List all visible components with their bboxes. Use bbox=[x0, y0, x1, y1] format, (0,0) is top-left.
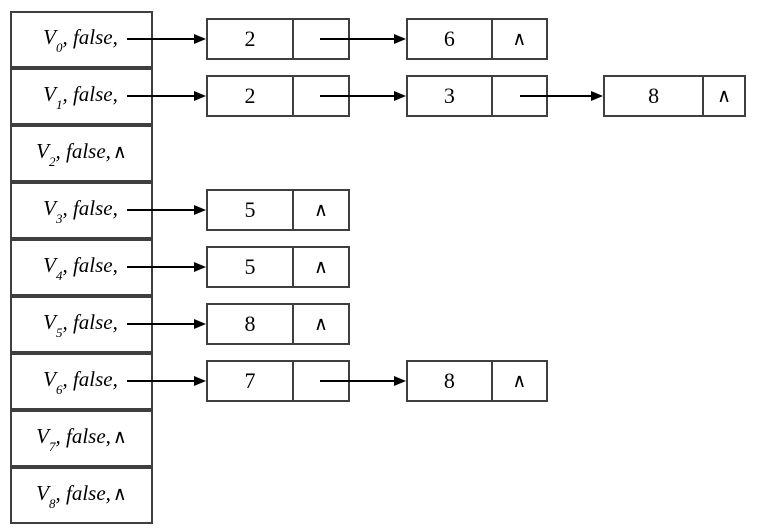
null-symbol: ∧ bbox=[512, 28, 527, 50]
node-pointer-cell: ∧ bbox=[292, 305, 348, 343]
vertex-label: V1, false, bbox=[43, 82, 118, 112]
node-pointer-cell: ∧ bbox=[292, 191, 348, 229]
arrow-v4-to-node-icon bbox=[127, 262, 206, 272]
arrow-v1-node1-to-node2-icon bbox=[520, 91, 603, 101]
vertex-label: V4, false, bbox=[43, 253, 118, 283]
node-pointer-cell: ∧ bbox=[490, 362, 546, 400]
list-node-v1-2: 8 ∧ bbox=[603, 75, 746, 117]
node-value-cell: 6 bbox=[443, 26, 455, 51]
vertex-cell-v7: V7, false,∧ bbox=[10, 410, 153, 467]
list-node-v5-0: 8 ∧ bbox=[206, 303, 350, 345]
null-symbol: ∧ bbox=[314, 313, 328, 335]
vertex-label: V2, false,∧ bbox=[36, 139, 127, 169]
node-value-cell: 3 bbox=[443, 83, 455, 108]
node-value-cell: 8 bbox=[648, 83, 660, 108]
null-symbol: ∧ bbox=[314, 199, 328, 221]
node-value-cell: 8 bbox=[244, 311, 256, 336]
null-symbol: ∧ bbox=[112, 484, 127, 506]
vertex-label: V8, false,∧ bbox=[36, 481, 127, 511]
node-value-cell: 2 bbox=[244, 83, 256, 108]
list-node-v4-0: 5 ∧ bbox=[206, 246, 350, 288]
node-pointer-cell: ∧ bbox=[490, 20, 546, 58]
vertex-cell-v2: V2, false,∧ bbox=[10, 125, 153, 182]
node-value-cell: 8 bbox=[443, 368, 455, 393]
arrow-v3-to-node-icon bbox=[127, 205, 206, 215]
arrow-v1-node0-to-node1-icon bbox=[320, 91, 406, 101]
vertex-label: V7, false,∧ bbox=[36, 424, 127, 454]
node-pointer-cell: ∧ bbox=[292, 248, 348, 286]
arrow-v0-node0-to-node1-icon bbox=[320, 34, 406, 44]
node-value-cell: 5 bbox=[244, 254, 256, 279]
vertex-cell-v8: V8, false,∧ bbox=[10, 467, 153, 524]
list-node-v3-0: 5 ∧ bbox=[206, 189, 350, 231]
null-symbol: ∧ bbox=[314, 256, 328, 278]
list-node-v0-0: 2 bbox=[206, 18, 350, 60]
vertex-label: V6, false, bbox=[43, 367, 118, 397]
null-symbol: ∧ bbox=[112, 142, 127, 164]
arrow-v1-to-node-icon bbox=[127, 91, 206, 101]
node-value-cell: 5 bbox=[244, 197, 256, 222]
node-value-cell: 2 bbox=[244, 26, 256, 51]
node-pointer-cell bbox=[292, 362, 348, 400]
arrow-v6-node0-to-node1-icon bbox=[320, 376, 406, 386]
arrow-v6-to-node-icon bbox=[127, 376, 206, 386]
node-pointer-cell bbox=[292, 77, 348, 115]
vertex-label: V3, false, bbox=[43, 196, 118, 226]
node-value-cell: 7 bbox=[244, 368, 256, 393]
null-symbol: ∧ bbox=[512, 370, 527, 392]
arrow-v0-to-node-icon bbox=[127, 34, 206, 44]
vertex-label: V0, false, bbox=[43, 25, 118, 55]
node-pointer-cell bbox=[490, 77, 546, 115]
node-pointer-cell bbox=[292, 20, 348, 58]
list-node-v6-1: 8 ∧ bbox=[406, 360, 548, 402]
node-pointer-cell: ∧ bbox=[702, 77, 744, 115]
vertex-label: V5, false, bbox=[43, 310, 118, 340]
arrow-v5-to-node-icon bbox=[127, 319, 206, 329]
null-symbol: ∧ bbox=[717, 85, 732, 107]
list-node-v0-1: 6 ∧ bbox=[406, 18, 548, 60]
null-symbol: ∧ bbox=[112, 427, 127, 449]
